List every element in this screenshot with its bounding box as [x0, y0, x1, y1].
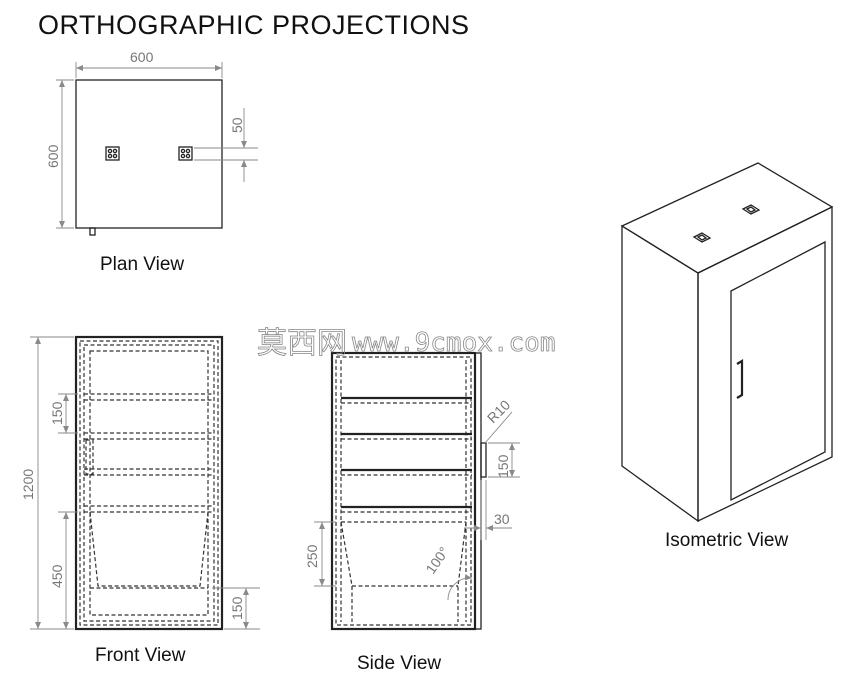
iso-front-face [697, 205, 833, 523]
side-handle [480, 442, 487, 478]
dim-front-lower: 450 [49, 564, 65, 588]
watermark-chinese: 莫西网 [257, 326, 347, 361]
front-shelves [84, 393, 214, 513]
plan-foot [89, 227, 96, 236]
iso-hole-left [692, 232, 712, 243]
plan-view: 600 600 50 Plan View [45, 49, 258, 275]
caption-front-view: Front View [95, 645, 186, 666]
dim-side-handle: 150 [495, 454, 511, 478]
iso-handle [736, 359, 744, 399]
dim-plan-depth: 600 [45, 144, 61, 168]
dim-side-radius: R10 [484, 396, 514, 426]
iso-door [730, 240, 826, 502]
side-view: R10 150 30 250 100° Side View [304, 351, 520, 674]
iso-left-face [621, 224, 699, 523]
dim-side-lower: 250 [304, 544, 320, 568]
caption-plan-view: Plan View [100, 254, 184, 275]
dim-plan-width: 600 [130, 49, 154, 65]
front-outline [74, 335, 224, 631]
side-outline [330, 351, 477, 631]
caption-isometric-view: Isometric View [665, 530, 788, 551]
caption-side-view: Side View [357, 653, 441, 674]
page-title: ORTHOGRAPHIC PROJECTIONS [38, 10, 470, 40]
dim-side-angle: 100° [422, 544, 452, 577]
plan-outline [75, 79, 223, 229]
iso-hole-right [741, 204, 761, 215]
plan-hole-right [178, 146, 193, 161]
plan-hole-left [105, 146, 120, 161]
dim-side-offset: 30 [494, 511, 510, 527]
iso-top [620, 162, 834, 274]
front-handle [85, 439, 94, 475]
front-view: 1200 150 450 150 Front View [20, 335, 260, 666]
dim-front-height: 1200 [20, 469, 36, 500]
dim-front-shelf-gap: 150 [49, 401, 65, 425]
isometric-view: Isometric View [620, 162, 834, 551]
side-shelves [341, 396, 472, 513]
dim-front-base: 150 [229, 596, 245, 620]
watermark-url: www.9cmox.com [352, 328, 556, 358]
watermark: 莫西网 www.9cmox.com [257, 326, 556, 362]
dim-plan-hole: 50 [229, 117, 245, 133]
